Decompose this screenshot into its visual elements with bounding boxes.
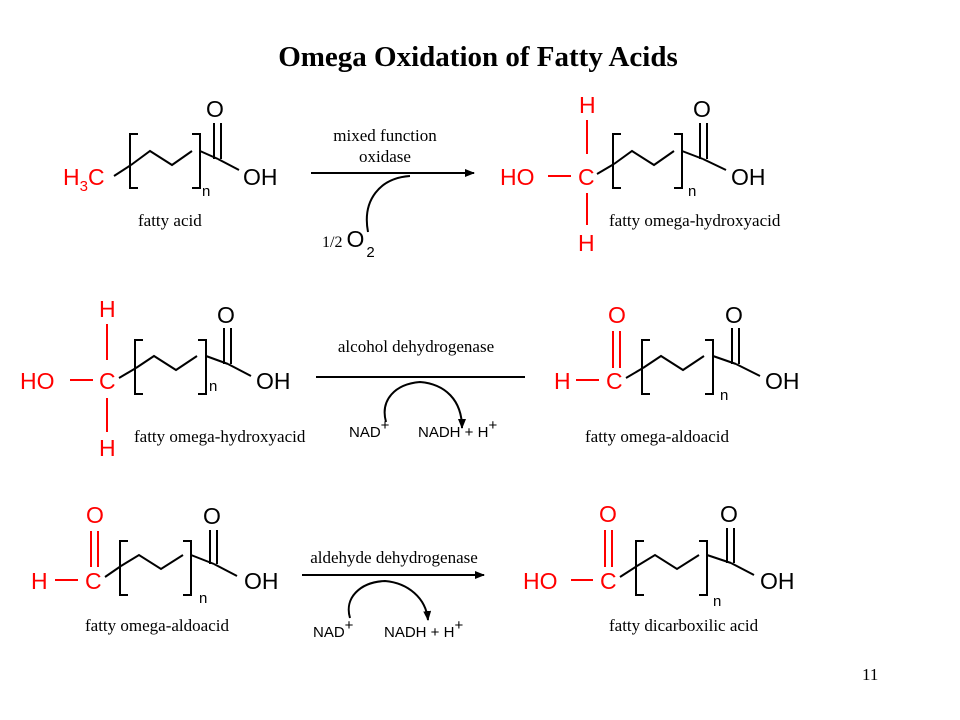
bracket-right (674, 133, 683, 189)
methyl-group-label: H3C (63, 164, 105, 195)
substrate-label: fatty acid (138, 211, 202, 230)
cofactor-curve (383, 380, 466, 429)
nad-plus-label: NAD+ (313, 617, 354, 641)
top-hydrogen: H (99, 296, 116, 322)
enzyme-label-line2: oxidase (359, 147, 411, 166)
page-number: 11 (862, 665, 878, 684)
hydroxy-label: HO (523, 568, 558, 594)
bracket-right (699, 540, 708, 596)
bracket-right (198, 339, 207, 395)
bond (113, 164, 132, 177)
slide-title: Omega Oxidation of Fatty Acids (278, 41, 678, 73)
repeat-n: n (199, 590, 207, 607)
carboxyl-carbon: C (600, 568, 617, 594)
bracket-left (134, 339, 143, 395)
hydroxyl-label: OH (765, 368, 800, 394)
bond (596, 163, 615, 175)
carbonyl-oxygen: O (217, 302, 235, 328)
substrate-label: fatty omega-aldoacid (85, 616, 229, 635)
bond (702, 158, 727, 171)
bond (213, 563, 238, 577)
top-hydrogen: H (579, 92, 596, 118)
reaction-2: H HO C H n O OH fatty omega-hydroxyacid … (20, 296, 800, 461)
bracket-left (119, 540, 128, 596)
aldehyde-carbon: C (85, 568, 102, 594)
bottom-hydrogen: H (99, 435, 116, 461)
enzyme-label: alcohol dehydrogenase (338, 337, 494, 356)
bond (227, 363, 252, 377)
repeat-n: n (209, 378, 217, 395)
repeat-n: n (720, 387, 728, 404)
bottom-hydrogen: H (578, 230, 595, 256)
dicarboxylic-acid-structure: O HO C n O OH (523, 501, 795, 610)
carbonyl-oxygen: O (720, 501, 738, 527)
nadh-label: NADH + H+ (418, 417, 497, 441)
bracket-right (705, 339, 714, 395)
hydroxy-label: HO (500, 164, 535, 190)
aldehyde-oxygen: O (86, 502, 104, 528)
nadh-label: NADH + H+ (384, 617, 463, 641)
repeat-n: n (713, 593, 721, 610)
product-label: fatty omega-hydroxyacid (609, 211, 781, 230)
carbonyl-oxygen: O (725, 302, 743, 328)
product-label: fatty dicarboxilic acid (609, 616, 759, 635)
enzyme-label: aldehyde dehydrogenase (310, 548, 478, 567)
fatty-acid-structure: H3C n O OH (63, 96, 278, 200)
repeat-n: n (202, 183, 210, 200)
substrate-label: fatty omega-hydroxyacid (134, 427, 306, 446)
omega-carbon: C (99, 368, 116, 394)
aldehyde-carbon: C (606, 368, 623, 394)
aldehyde-hydrogen: H (31, 568, 48, 594)
hydroxyl-label: OH (256, 368, 291, 394)
aldehyde-hydrogen: H (554, 368, 571, 394)
chain-bonds (636, 553, 700, 571)
repeat-n: n (688, 183, 696, 200)
bracket-left (612, 133, 621, 189)
bond (625, 367, 644, 379)
hydroxy-label: HO (20, 368, 55, 394)
chain-bonds (120, 553, 184, 571)
chain-bonds (642, 354, 705, 372)
bond (104, 565, 122, 578)
omega-hydroxyacid-structure: H HO C H n O OH (500, 92, 766, 256)
cofactor-curve (365, 175, 411, 233)
chain-bonds (613, 149, 675, 167)
carbonyl-oxygen: O (693, 96, 711, 122)
reaction-1: H3C n O OH fatty acid mixed function oxi… (63, 92, 781, 261)
aldehyde-oxygen: O (608, 302, 626, 328)
bond (619, 565, 638, 578)
omega-aldoacid-structure: O H C n O OH (31, 502, 279, 607)
cofactor-curve (347, 579, 432, 621)
omega-carbon: C (578, 164, 595, 190)
enzyme-label-line1: mixed function (333, 126, 437, 145)
omega-aldoacid-structure: O H C n O OH (554, 302, 800, 404)
bond (118, 367, 137, 379)
carboxyl-oxygen: O (599, 501, 617, 527)
bond (735, 363, 761, 377)
bracket-left (635, 540, 644, 596)
hydroxyl-label: OH (760, 568, 795, 594)
chain-bonds (135, 354, 198, 372)
nad-plus-label: NAD+ (349, 417, 390, 441)
hydroxyl-label: OH (731, 164, 766, 190)
hydroxyl-label: OH (243, 164, 278, 190)
reaction-3: O H C n O OH fatty omega-aldoacid aldehy… (31, 501, 795, 641)
product-label: fatty omega-aldoacid (585, 427, 729, 446)
carbonyl-oxygen: O (203, 503, 221, 529)
bracket-right (192, 133, 201, 189)
bond (730, 562, 755, 576)
bracket-right (183, 540, 192, 596)
hydroxyl-label: OH (244, 568, 279, 594)
bond (217, 158, 240, 171)
omega-hydroxyacid-structure: H HO C H n O OH (20, 296, 291, 461)
bracket-left (641, 339, 650, 395)
bracket-left (129, 133, 138, 189)
chain-bonds (130, 149, 193, 167)
carbonyl-oxygen: O (206, 96, 224, 122)
bond (199, 150, 219, 160)
